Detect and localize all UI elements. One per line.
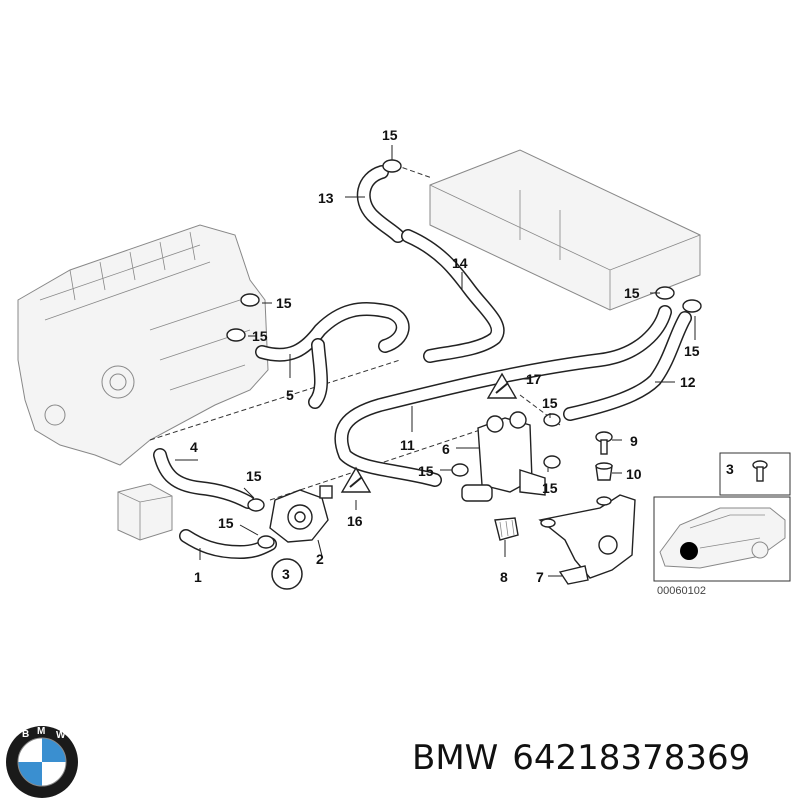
hose-11 (334, 305, 672, 487)
callout-4: 4 (190, 439, 198, 455)
engine-block (17, 224, 269, 466)
callout-7: 7 (536, 569, 544, 585)
callout-14: 14 (452, 255, 468, 271)
leader-lines (175, 145, 696, 577)
svg-text:B: B (22, 729, 29, 740)
callout-15-valve-b: 15 (418, 463, 434, 479)
callout-15-engine-a: 15 (276, 295, 292, 311)
callout-3-circled: 3 (271, 558, 303, 590)
callout-15-pump-b: 15 (218, 515, 234, 531)
ref-line-b (394, 164, 433, 179)
brand-name: BMW (412, 738, 499, 778)
callout-8: 8 (500, 569, 508, 585)
hose-14 (401, 229, 505, 363)
ref-line-a (149, 359, 401, 441)
heater-core (429, 149, 701, 311)
callouts: 13 15 14 15 15 5 15 15 17 12 15 11 6 9 1… (190, 127, 700, 585)
rubber-mount (494, 517, 519, 541)
callout-2: 2 (316, 551, 324, 567)
hose-clamps (226, 159, 702, 549)
callout-6: 6 (442, 441, 450, 457)
svg-text:M: M (37, 726, 45, 737)
callout-5: 5 (286, 387, 294, 403)
callout-15-valve-a: 15 (542, 395, 558, 411)
warning-triangle-icon-16 (340, 466, 372, 493)
water-valve (461, 411, 546, 502)
bolt-icon (752, 460, 768, 482)
bmw-logo-icon: B M W (6, 726, 78, 798)
expansion-tank (117, 483, 173, 541)
grommet (595, 462, 613, 481)
callout-9: 9 (630, 433, 638, 449)
callout-15-top: 15 (382, 127, 398, 143)
inset-car-box: 00060102 (653, 496, 791, 597)
callout-11: 11 (400, 437, 415, 453)
footer-part-number: BMW 64218378369 (412, 738, 764, 778)
callout-1: 1 (194, 569, 202, 585)
hose-5 (255, 302, 410, 409)
inset-reference: 00060102 (657, 585, 706, 597)
callout-16: 16 (347, 513, 363, 529)
callout-13: 13 (318, 190, 334, 206)
inset-bolt-box: 3 (719, 452, 791, 496)
hose-13 (356, 165, 405, 243)
hose-12 (563, 311, 692, 421)
ref-line-c (269, 429, 481, 501)
callout-15-valve-c: 15 (542, 480, 558, 496)
callout-10: 10 (626, 466, 642, 482)
callout-12: 12 (680, 374, 696, 390)
callout-15-heater-b: 15 (684, 343, 700, 359)
screw (595, 431, 613, 455)
hose-4 (153, 448, 255, 509)
part-number: 64218378369 (512, 738, 751, 778)
bracket (538, 494, 636, 585)
callout-17: 17 (526, 371, 542, 387)
water-pump (269, 485, 333, 543)
inset-part-label: 3 (726, 461, 734, 477)
callout-15-pump-a: 15 (246, 468, 262, 484)
svg-text:W: W (56, 730, 66, 741)
warning-triangle-icon (486, 372, 518, 399)
callout-3: 3 (282, 566, 290, 582)
callout-15-engine-b: 15 (252, 328, 268, 344)
callout-15-heater-a: 15 (624, 285, 640, 301)
hose-1 (179, 529, 277, 559)
